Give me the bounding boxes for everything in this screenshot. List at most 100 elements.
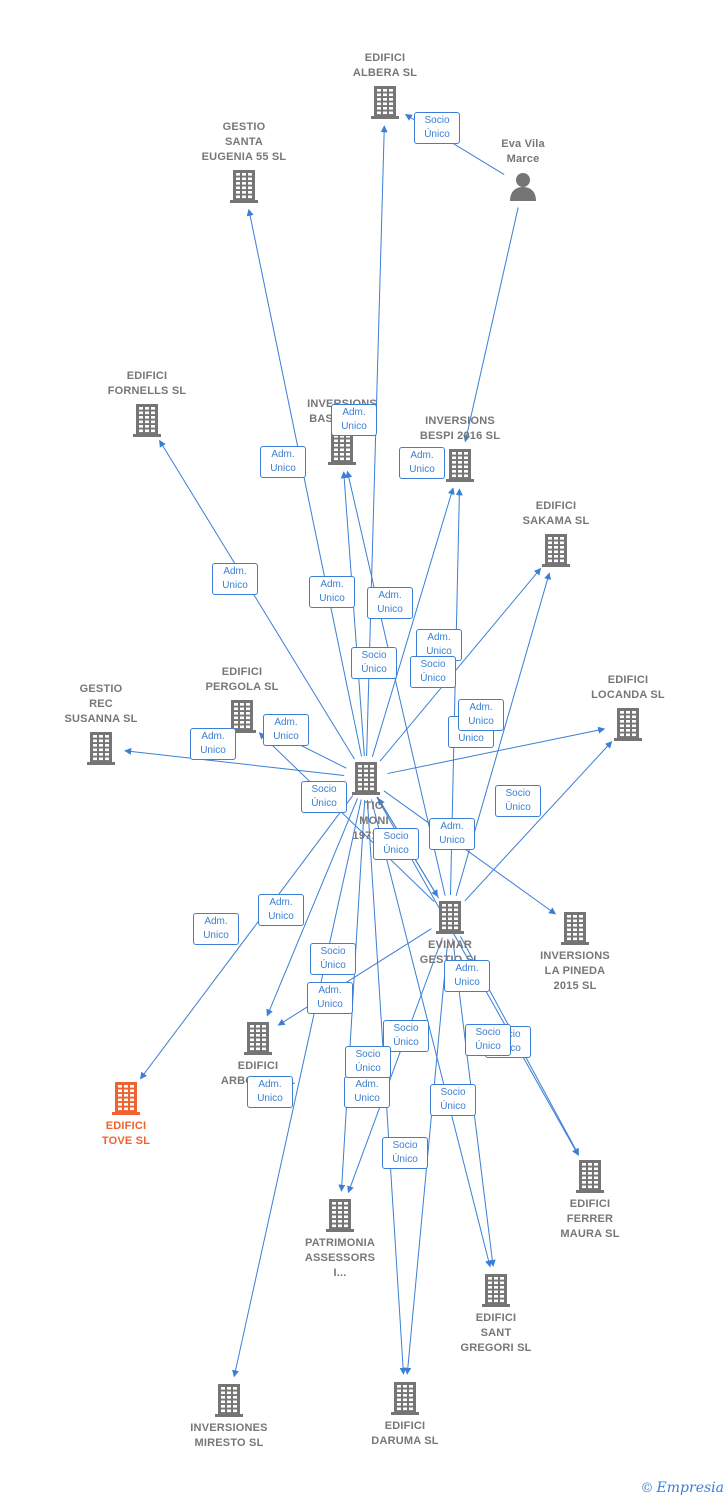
node-edifici-pergola[interactable]: EDIFICI PERGOLA SL [177, 666, 307, 733]
edge-label[interactable]: Adm. Unico [399, 447, 445, 479]
edge-gestio-patrimoni-to-inversions-basara [340, 471, 365, 757]
edge-label[interactable]: Adm. Unico [263, 714, 309, 746]
node-label: INVERSIONS LA PINEDA 2015 SL [540, 950, 610, 992]
edge-label[interactable]: Adm. Unico [309, 576, 355, 608]
edge-label[interactable]: Adm. Unico [190, 728, 236, 760]
node-label: GESTIO SANTA EUGENIA 55 SL [201, 121, 287, 163]
person-icon [510, 173, 536, 201]
node-eva-vila-marce[interactable]: Eva Vila Marce [458, 138, 588, 201]
building-icon [542, 534, 570, 567]
edge-label[interactable]: Socio Único [310, 943, 356, 975]
node-label: EDIFICI LOCANDA SL [591, 674, 665, 701]
node-label: EDIFICI ALBERA SL [352, 52, 418, 79]
node-label: EDIFICI FORNELLS SL [107, 370, 187, 397]
edge-label[interactable]: Adm. Unico [367, 587, 413, 619]
node-gestio-rec-susanna[interactable]: GESTIO REC SUSANNA SL [36, 683, 166, 765]
edge-gestio-patrimoni-to-edifici-locanda [387, 726, 606, 775]
node-inversiones-miresto[interactable]: INVERSIONES MIRESTO SL [164, 1383, 294, 1449]
edge-gestio-patrimoni-to-edifici-arborea [266, 798, 359, 1017]
node-edifici-ferrer-maura[interactable]: EDIFICI FERRER MAURA SL [525, 1159, 655, 1240]
edge-gestio-patrimoni-to-edifici-sant-gregori [370, 799, 492, 1268]
building-icon [328, 432, 356, 465]
edge-label[interactable]: Adm. Unico [344, 1076, 390, 1108]
edge-label[interactable]: Adm. Unico [444, 960, 490, 992]
node-edifici-arborea[interactable]: EDIFICI ARBOREA SL [193, 1021, 323, 1087]
node-label: INVERSIONS BESPI 2016 SL [419, 415, 501, 442]
edge-gestio-patrimoni-to-inversions-la-pineda [383, 790, 557, 915]
edge-label[interactable]: Socio Único [465, 1024, 511, 1056]
node-edifici-daruma[interactable]: EDIFICI DARUMA SL [340, 1381, 470, 1447]
edge-label[interactable]: Adm. Unico [193, 913, 239, 945]
node-gestio-patrimoni[interactable]: TIO MONI 1971 SL [301, 761, 431, 842]
edge-label[interactable]: Socio Único [301, 781, 347, 813]
edge-gestio-patrimoni-to-edifici-tove [139, 795, 354, 1080]
edge-gestio-patrimoni-to-gestio-santa-eugenia [246, 208, 363, 757]
edge-label[interactable]: Socio Único [410, 656, 456, 688]
building-icon [576, 1160, 604, 1193]
edge-label[interactable]: Socio Único [414, 112, 460, 144]
building-icon [614, 708, 642, 741]
edge-evimar-gestio-to-edifici-arborea [277, 928, 432, 1026]
edge-gestio-patrimoni-to-edifici-fornells [159, 439, 355, 760]
node-label: EDIFICI SAKAMA SL [522, 500, 590, 527]
edge-label[interactable]: Adm. Unico [331, 404, 377, 436]
node-label: GESTIO REC SUSANNA SL [64, 683, 138, 725]
building-icon [482, 1274, 510, 1307]
building-icon [244, 1022, 272, 1055]
building-icon [112, 1082, 140, 1115]
node-label: EDIFICI PERGOLA SL [205, 666, 279, 693]
building-icon [561, 912, 589, 945]
node-edifici-albera[interactable]: EDIFICI ALBERA SL [320, 52, 450, 119]
copyright-symbol: © [640, 1481, 654, 1496]
edge-evimar-gestio-to-inversions-basara [345, 470, 446, 896]
node-edifici-sant-gregori[interactable]: EDIFICI SANT GREGORI SL [431, 1273, 561, 1354]
node-edifici-tove[interactable]: EDIFICI TOVE SL [61, 1081, 191, 1147]
edge-label[interactable]: Socio Único [351, 647, 397, 679]
edge-evimar-gestio-to-edifici-locanda [464, 741, 613, 902]
building-icon [326, 1199, 354, 1232]
node-inversions-la-pineda[interactable]: INVERSIONS LA PINEDA 2015 SL [510, 911, 640, 992]
building-icon [215, 1384, 243, 1417]
edge-gestio-patrimoni-to-patrimonia-assessors [338, 799, 366, 1192]
edge-label[interactable]: Adm. Unico [458, 699, 504, 731]
building-icon [87, 732, 115, 765]
edge-label[interactable]: Adm. Unico [212, 563, 258, 595]
edge-label[interactable]: Adm. Unico [258, 894, 304, 926]
node-label: EDIFICI SANT GREGORI SL [460, 1312, 532, 1354]
node-label: INVERSIONES MIRESTO SL [190, 1422, 268, 1449]
edge-gestio-patrimoni-to-inversions-bespi [371, 487, 455, 758]
edge-eva-vila-marce-to-inversions-bespi [463, 207, 519, 443]
node-edifici-locanda[interactable]: EDIFICI LOCANDA SL [563, 674, 693, 741]
edge-label[interactable]: Adm. Unico [429, 818, 475, 850]
edge-label[interactable]: Socio Único [382, 1137, 428, 1169]
building-icon [436, 901, 464, 934]
edge-label[interactable]: Socio Único [373, 828, 419, 860]
node-evimar-gestio[interactable]: EVIMAR GESTIO SL [385, 900, 515, 966]
edge-evimar-gestio-to-edifici-pergola [258, 732, 435, 903]
node-label: Eva Vila Marce [501, 138, 545, 165]
node-label: EDIFICI TOVE SL [101, 1120, 151, 1147]
edge-gestio-patrimoni-to-gestio-rec-susanna [124, 747, 345, 777]
edge-label[interactable]: Socio Único [430, 1084, 476, 1116]
edge-evimar-gestio-to-patrimonia-assessors [347, 937, 443, 1194]
edge-label[interactable]: Socio Único [495, 785, 541, 817]
node-inversions-bespi[interactable]: INVERSIONS BESPI 2016 SL [395, 415, 525, 482]
building-icon [446, 449, 474, 482]
building-icon [230, 170, 258, 203]
node-gestio-santa-eugenia[interactable]: GESTIO SANTA EUGENIA 55 SL [179, 121, 309, 203]
edge-label[interactable]: Adm. Unico [260, 446, 306, 478]
node-patrimonia-assessors[interactable]: PATRIMONIA ASSESSORS I... [275, 1198, 405, 1279]
edge-label[interactable]: Adm. Unico [416, 629, 462, 661]
building-icon [391, 1382, 419, 1415]
edge-label[interactable]: Socio Único [345, 1046, 391, 1078]
node-edifici-fornells[interactable]: EDIFICI FORNELLS SL [82, 370, 212, 437]
node-edifici-sakama[interactable]: EDIFICI SAKAMA SL [491, 500, 621, 567]
edge-label[interactable]: Adm. Unico [307, 982, 353, 1014]
edge-label[interactable]: Adm. Unico [247, 1076, 293, 1108]
building-icon [371, 86, 399, 119]
building-icon [228, 700, 256, 733]
brand-name: Empresia [656, 1480, 724, 1496]
building-icon [133, 404, 161, 437]
building-icon [352, 762, 380, 795]
